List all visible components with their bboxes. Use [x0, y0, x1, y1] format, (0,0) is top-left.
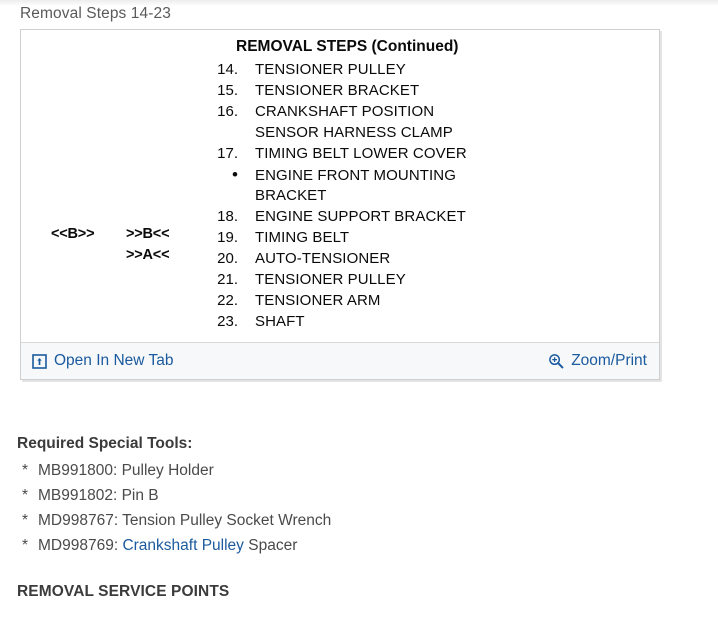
removal-step-label: ENGINE SUPPORT BRACKET — [255, 208, 466, 225]
removal-step-number: • — [232, 165, 238, 184]
removal-step-label: TIMING BELT — [255, 229, 350, 246]
removal-step-label: TIMING BELT LOWER COVER — [255, 145, 467, 162]
page-title: Removal Steps 14-23 — [20, 5, 171, 22]
removal-step-number: 22. — [217, 292, 238, 309]
removal-step-label: CRANKSHAFT POSITION — [255, 103, 435, 120]
removal-step-number: 20. — [217, 250, 238, 267]
removal-step-row: 15. TENSIONER BRACKET — [196, 80, 636, 101]
required-special-tools-list: * MB991800: Pulley Holder * MB991802: Pin B… — [17, 458, 677, 558]
removal-step-number: 18. — [217, 208, 238, 225]
removal-service-points-heading: REMOVAL SERVICE POINTS — [17, 583, 230, 600]
removal-step-label: AUTO-TENSIONER — [255, 250, 391, 267]
removal-step-row: SENSOR HARNESS CLAMP — [196, 122, 636, 143]
removal-step-label: TENSIONER BRACKET — [255, 82, 420, 99]
special-tool-name: MB991802: Pin B — [38, 487, 159, 504]
special-tool-row: * MB991802: Pin B — [17, 483, 677, 508]
removal-step-label: BRACKET — [255, 187, 327, 204]
page-top-band — [0, 0, 718, 6]
figure-heading: REMOVAL STEPS (Continued) — [236, 38, 459, 55]
removal-step-row: 14. TENSIONER PULLEY — [196, 59, 636, 80]
removal-step-label: TENSIONER PULLEY — [255, 61, 406, 78]
special-tool-text: MB991800: Pulley Holder — [38, 458, 214, 483]
service-point-marker-a: >>A<< — [126, 247, 170, 263]
removal-step-row: 18. ENGINE SUPPORT BRACKET — [196, 206, 636, 227]
removal-step-label: ENGINE FRONT MOUNTING — [255, 167, 456, 184]
service-point-marker-b: >>B<< — [126, 226, 170, 242]
open-in-new-tab-button[interactable]: Open In New Tab — [32, 352, 173, 370]
zoom-print-label: Zoom/Print — [571, 352, 647, 369]
removal-step-label: TENSIONER ARM — [255, 292, 381, 309]
special-tool-row: * MD998767: Tension Pulley Socket Wrench — [17, 508, 677, 533]
special-tool-bullet: * — [22, 512, 29, 529]
removal-step-label: SENSOR HARNESS CLAMP — [255, 124, 453, 141]
special-tool-bullet: * — [22, 462, 29, 479]
removal-step-row: 21. TENSIONER PULLEY — [196, 269, 636, 290]
removal-step-row: 19. TIMING BELT — [196, 227, 636, 248]
special-tool-row: * MD998769: Crankshaft Pulley Spacer — [17, 533, 677, 558]
special-tool-name: MD998767: Tension Pulley Socket Wrench — [38, 512, 332, 529]
removal-step-row: 16. CRANKSHAFT POSITION — [196, 101, 636, 122]
special-tool-row: * MB991800: Pulley Holder — [17, 458, 677, 483]
special-tool-name: MB991800: Pulley Holder — [38, 462, 214, 479]
open-in-new-tab-label: Open In New Tab — [54, 352, 174, 369]
zoom-in-magnifier-icon — [548, 353, 564, 369]
removal-step-number: 17. — [217, 145, 238, 162]
removal-step-number: 16. — [217, 103, 238, 120]
open-in-new-tab-icon — [32, 353, 47, 369]
removal-step-number: 23. — [217, 313, 238, 330]
figure-panel: REMOVAL STEPS (Continued) 14. TENSIONER P… — [20, 29, 660, 380]
removal-step-row: 17. TIMING BELT LOWER COVER — [196, 143, 636, 164]
required-special-tools-section: Required Special Tools: * MB991800: Pulle… — [17, 433, 677, 558]
special-tool-name: MD998769: — [38, 537, 123, 554]
removal-step-row: 20. AUTO-TENSIONER — [196, 248, 636, 269]
special-tool-text: MD998769: Crankshaft Pulley Spacer — [38, 533, 297, 558]
figure-footer-bar: Open In New Tab Zoom/Print — [21, 342, 659, 379]
service-point-marker-outer-b: <<B>> — [51, 226, 95, 242]
removal-step-number: 14. — [217, 61, 238, 78]
figure-image-canvas[interactable]: REMOVAL STEPS (Continued) 14. TENSIONER P… — [21, 30, 659, 343]
special-tool-bullet: * — [22, 487, 29, 504]
removal-step-label: TENSIONER PULLEY — [255, 271, 406, 288]
removal-step-number: 19. — [217, 229, 238, 246]
special-tool-suffix: Spacer — [243, 537, 298, 554]
removal-step-row: BRACKET — [196, 185, 636, 206]
required-special-tools-heading: Required Special Tools: — [17, 435, 193, 452]
special-tool-text: MB991802: Pin B — [38, 483, 159, 508]
removal-step-number: 15. — [217, 82, 238, 99]
removal-step-row: 23. SHAFT — [196, 311, 636, 332]
zoom-print-button[interactable]: Zoom/Print — [548, 352, 647, 370]
removal-step-row: 22. TENSIONER ARM — [196, 290, 636, 311]
special-tool-link[interactable]: Crankshaft Pulley — [122, 537, 244, 554]
removal-step-label: SHAFT — [255, 313, 305, 330]
special-tool-text: MD998767: Tension Pulley Socket Wrench — [38, 508, 331, 533]
special-tool-bullet: * — [22, 537, 29, 554]
removal-step-row: • ENGINE FRONT MOUNTING — [196, 164, 636, 185]
removal-step-number: 21. — [217, 271, 238, 288]
